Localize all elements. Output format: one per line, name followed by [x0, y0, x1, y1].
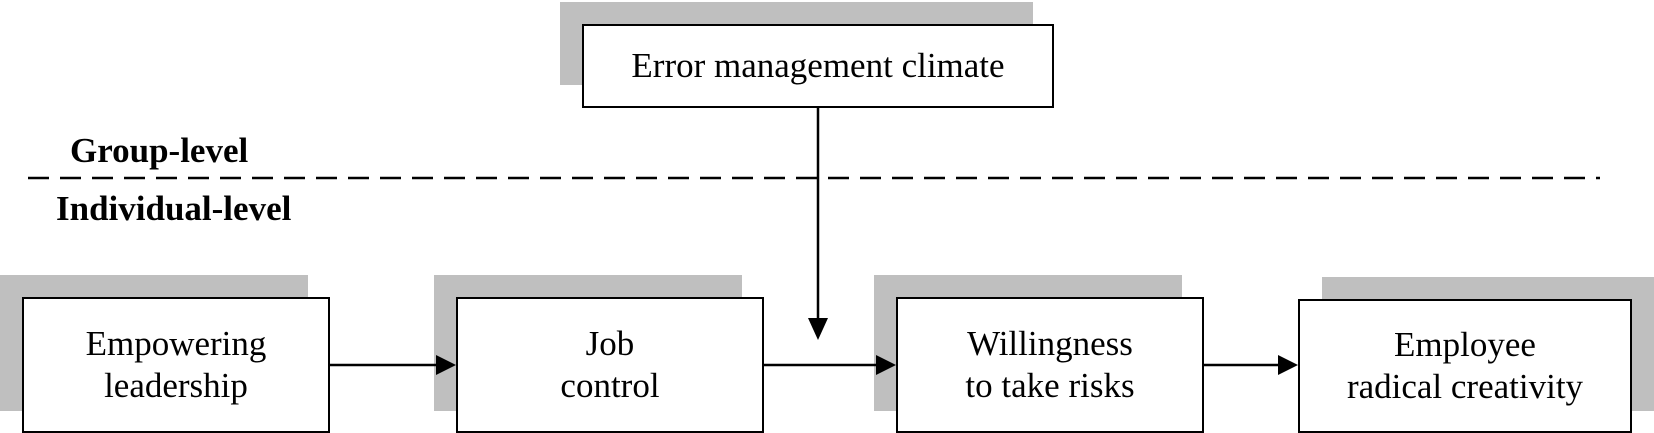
job-control-line1: Job [585, 324, 635, 363]
error-management-climate-box: Error management climate [582, 24, 1054, 108]
individual-level-label: Individual-level [56, 189, 292, 228]
moderator-arrowhead [808, 318, 828, 340]
willingness-line2: to take risks [965, 366, 1135, 405]
radical-creativity-line1: Employee [1394, 325, 1536, 364]
empowering-leadership-line1: Empowering [85, 324, 267, 363]
willingness-line1: Willingness [967, 324, 1133, 363]
radical-creativity-line2: radical creativity [1346, 367, 1584, 406]
arrow-willingness-to-creativity-head [1278, 355, 1298, 375]
arrow-empowering-to-job-control-head [436, 355, 456, 375]
empowering-leadership-box: Empowering leadership [22, 297, 330, 433]
job-control-box: Job control [456, 297, 764, 433]
job-control-line2: control [560, 366, 660, 405]
error-management-climate-label: Error management climate [631, 46, 1005, 85]
group-level-label: Group-level [70, 131, 249, 170]
radical-creativity-box: Employee radical creativity [1298, 299, 1632, 433]
empowering-leadership-line2: leadership [104, 366, 248, 405]
arrow-job-control-to-willingness-head [876, 355, 896, 375]
willingness-box: Willingness to take risks [896, 297, 1204, 433]
